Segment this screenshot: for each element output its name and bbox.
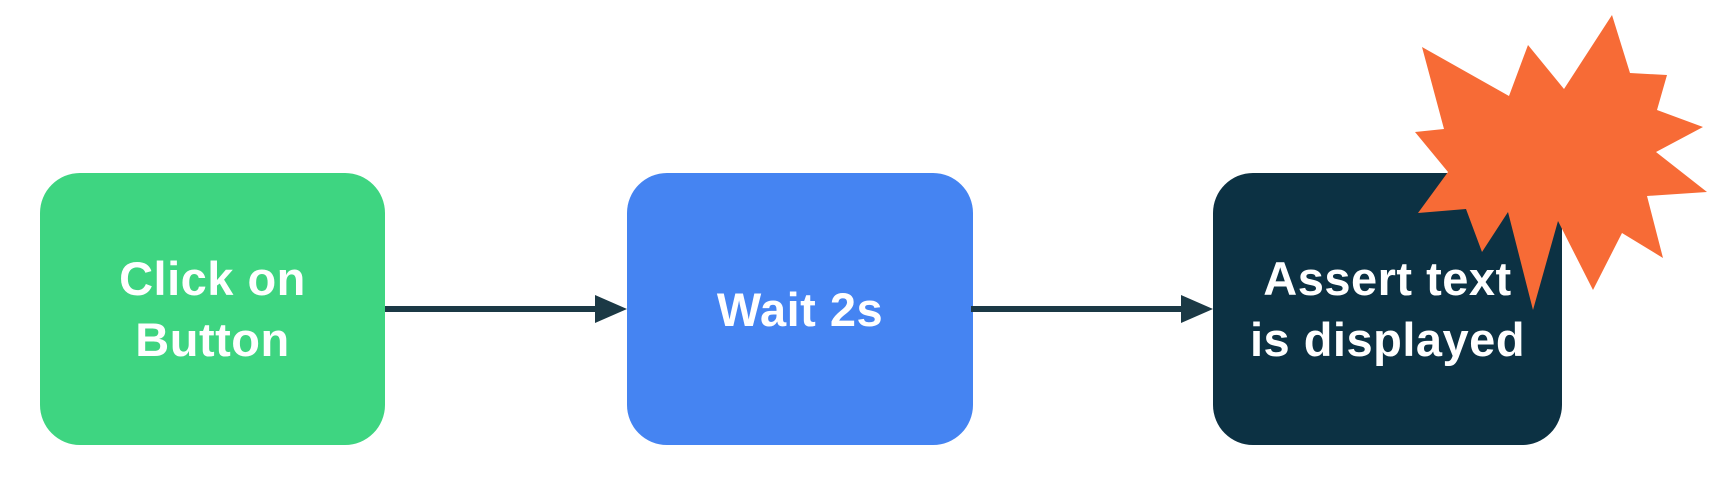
arrow-head-icon	[595, 295, 627, 323]
flow-step-wait[interactable]: Wait 2s	[627, 173, 973, 445]
arrow-head-icon	[1181, 295, 1213, 323]
step-label: Click on Button	[119, 252, 306, 366]
flow-step-click-button[interactable]: Click on Button	[40, 173, 385, 445]
explosion-starburst-icon	[1415, 15, 1707, 310]
flow-arrow-1	[385, 295, 627, 323]
step-label: Assert text is displayed	[1249, 252, 1526, 366]
starburst-shape	[1415, 15, 1707, 310]
step-label: Wait 2s	[716, 282, 884, 336]
flow-arrow-2	[971, 295, 1213, 323]
